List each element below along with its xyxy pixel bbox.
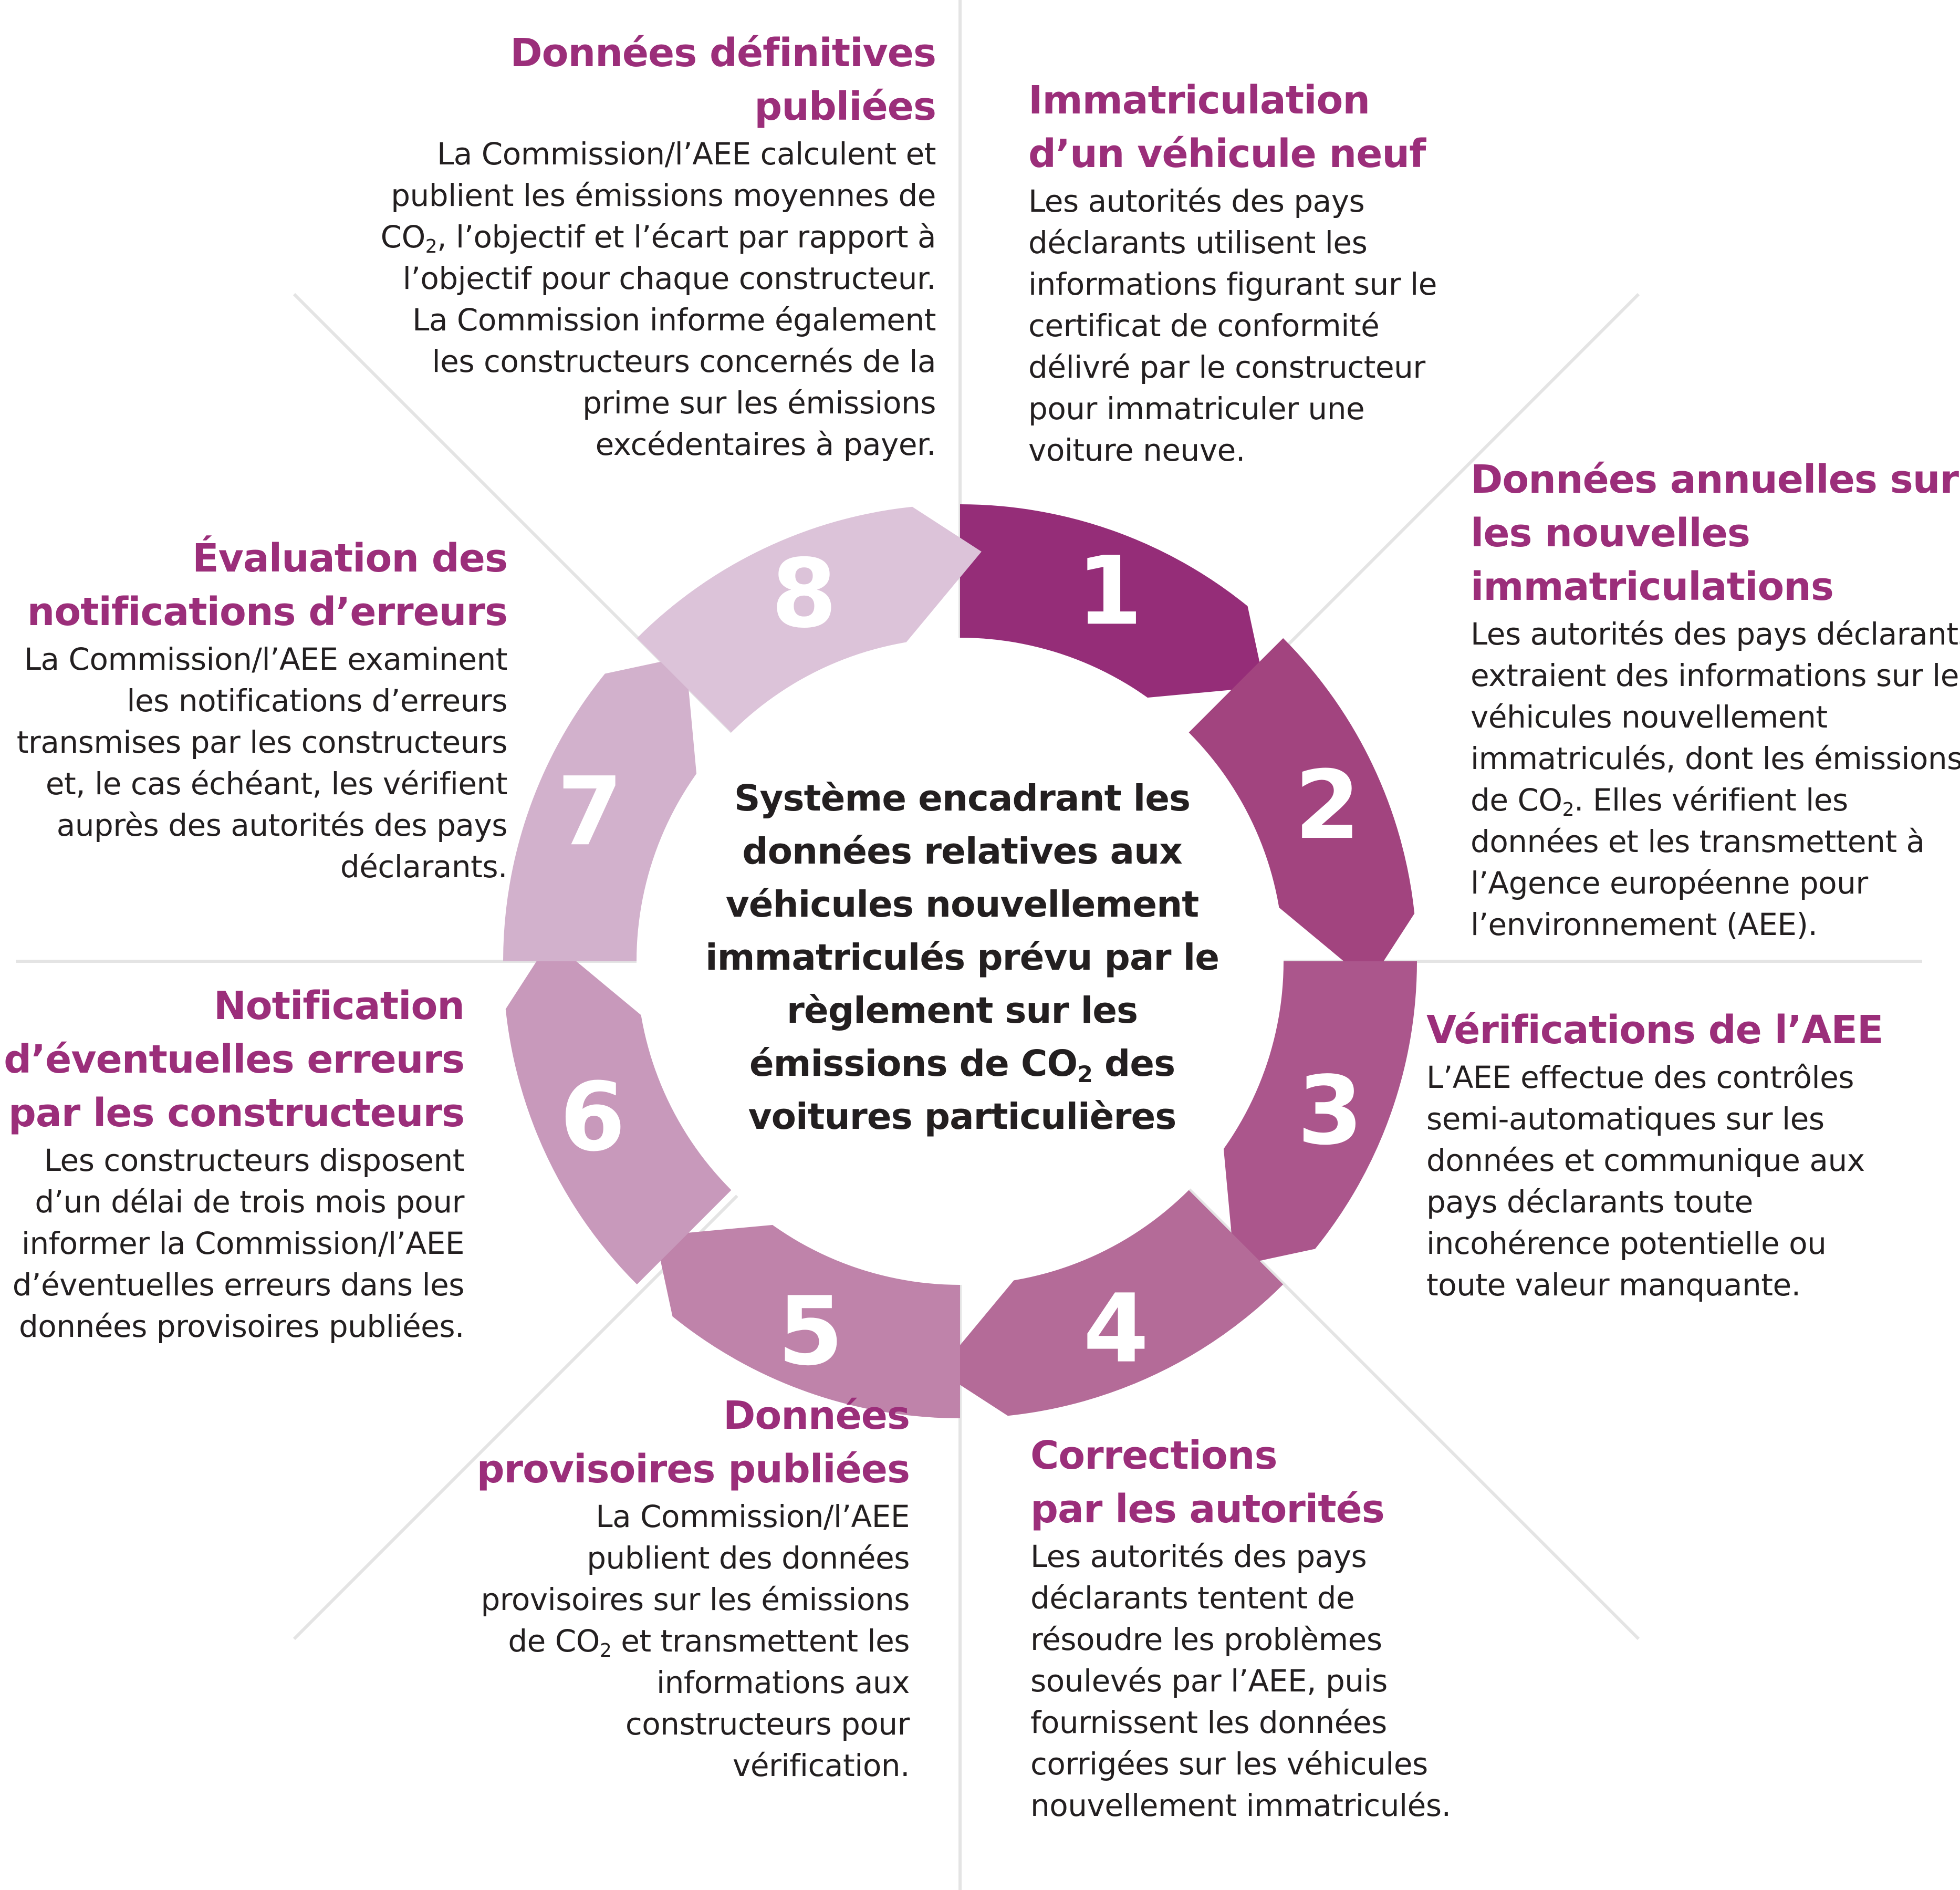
step-7-description: La Commission/l’AEE examinent les notifi… [16,641,508,885]
center-circle [637,638,1284,1285]
step-8-block: Données définitives publiées La Commissi… [381,26,936,465]
center-line: véhicules nouvellement [725,884,1199,926]
center-line: immatriculés prévu par le [705,937,1219,979]
step-7-segment [503,656,697,961]
step-8-number: 8 [771,539,837,649]
step-7-block: Évaluation des notifications d’erreurs L… [16,532,508,888]
center-line: données relatives aux [742,830,1182,873]
step-7-title: Évaluation des notifications d’erreurs [27,536,508,635]
step-3-title: Vérifications de l’AEE [1426,1008,1883,1053]
step-3-block: Vérifications de l’AEE L’AEE effectue de… [1426,1003,1883,1306]
step-5-segment [655,1224,960,1418]
step-6-number: 6 [560,1063,625,1172]
step-4-description: Les autorités des pays déclarants tenten… [1030,1539,1451,1823]
step-6-description: Les constructeurs disposent d’un délai d… [12,1143,465,1344]
step-5-title: Données provisoires publiées [476,1393,910,1492]
step-5-description: La Commission/l’AEE publient des données… [481,1499,910,1783]
step-6-block: Notification d’éventuelles erreurs par l… [4,979,465,1347]
step-5-block: Données provisoires publiées La Commissi… [477,1389,910,1787]
step-3-segment [1223,961,1417,1266]
step-1-number: 1 [1077,536,1142,646]
step-2-description: Les autorités des pays déclarants extrai… [1471,616,1960,942]
step-1-title: Immatriculation d’un véhicule neuf [1028,78,1426,176]
step-2-segment [1187,638,1415,983]
center-line: Système encadrant les [734,777,1191,819]
step-1-block: Immatriculation d’un véhicule neuf Les a… [1028,74,1437,471]
step-4-title: Corrections par les autorités [1030,1433,1385,1532]
step-6-title: Notification d’éventuelles erreurs par l… [4,983,465,1136]
center-line: voitures particulières [748,1096,1177,1138]
step-7-number: 7 [557,757,623,867]
step-2-block: Données annuelles sur les nouvelles imma… [1471,453,1960,946]
step-1-description: Les autorités des pays déclarants utilis… [1028,183,1437,468]
step-4-number: 4 [1083,1274,1149,1384]
center-line: émissions de CO2 des [749,1043,1175,1088]
step-1-segment [960,504,1265,698]
step-numbers: 1 2 3 4 5 6 7 8 [557,536,1363,1386]
center-line: règlement sur les [786,990,1138,1032]
step-4-block: Corrections par les autorités Les autori… [1030,1429,1451,1826]
step-2-title: Données annuelles sur les nouvelles imma… [1471,457,1959,609]
step-8-description: La Commission/l’AEE calculent et publien… [380,136,936,462]
step-5-number: 5 [778,1277,843,1387]
step-segments [503,504,1417,1418]
step-8-title: Données définitives publiées [510,30,936,129]
step-6-segment [505,940,733,1285]
step-3-number: 3 [1297,1056,1363,1166]
step-4-segment [939,1188,1284,1416]
step-3-description: L’AEE effectue des contrôles semi-automa… [1426,1060,1865,1303]
step-8-segment [637,506,982,734]
center-title: Système encadrant les données relatives … [689,772,1235,1144]
step-2-number: 2 [1295,751,1360,860]
